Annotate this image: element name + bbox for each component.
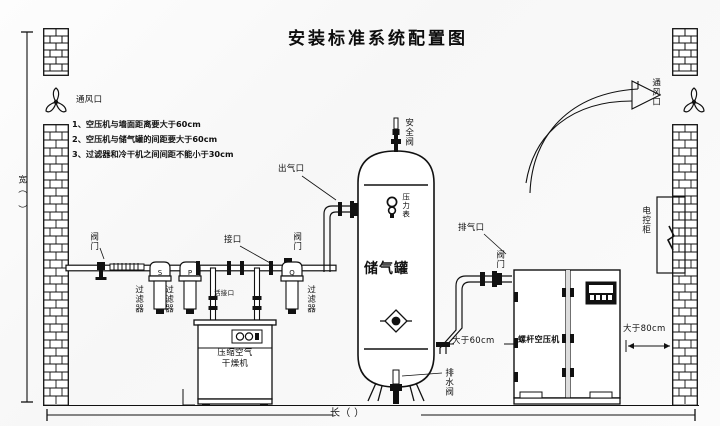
filter-1-label: 过滤器 <box>133 285 144 314</box>
ground-line <box>43 405 699 406</box>
note-item: 2、空压机与储气罐的间距要大于60cm <box>72 134 218 145</box>
svg-text:P: P <box>188 269 192 277</box>
valve-left-leader <box>98 247 108 260</box>
union-joint-label: 接口 <box>224 235 242 245</box>
pipe-collar <box>196 261 200 275</box>
valve-mid-label: 阀门 <box>291 232 302 251</box>
filter-3-label: 过滤器 <box>305 285 316 314</box>
exhaust-port-label: 排气口 <box>458 223 485 233</box>
clearance-60-label: 大于60cm <box>452 336 495 346</box>
right-wall-upper <box>672 28 698 76</box>
air-receiver-tank <box>352 143 440 402</box>
air-dryer-unit <box>192 318 278 406</box>
screw-compressor-label: 螺杆空压机 <box>518 335 560 344</box>
pressure-gauge-icon <box>385 196 399 220</box>
pipe-collar <box>269 261 273 275</box>
live-joint-label: 活接口 <box>214 289 235 297</box>
filter-2: P <box>176 256 204 318</box>
filter-2-label: 过滤器 <box>163 285 174 314</box>
width-dimension-line <box>20 28 34 406</box>
dryer-outlet-drop <box>252 267 262 321</box>
air-outlet-label: 出气口 <box>278 164 305 174</box>
safety-valve-icon <box>390 117 402 152</box>
valve-right-label: 阀门 <box>494 250 505 269</box>
drain-valve-icon <box>388 369 404 404</box>
length-dimension-line <box>43 408 699 422</box>
clearance-80-dim <box>624 338 674 354</box>
valve-left-label: 阀门 <box>88 232 99 251</box>
dryer-base-bracket <box>182 388 196 406</box>
union-joint-leader <box>239 245 274 266</box>
pipe-collar <box>240 261 244 275</box>
airflow-arrow <box>520 75 680 195</box>
filter-1: S <box>146 256 174 318</box>
svg-text:Q: Q <box>289 269 295 277</box>
width-dimension-label: 宽（ ） <box>16 175 27 215</box>
control-cabinet-label: 电控柜 <box>640 206 651 235</box>
air-dryer-label-text: 压缩空气干燥机 <box>217 348 253 370</box>
valve-left-icon <box>94 258 108 284</box>
pipe-collar <box>227 261 231 275</box>
vent-fan-left-icon <box>38 85 74 119</box>
drain-valve-label: 排水阀 <box>443 368 454 397</box>
exhaust-port-leader <box>483 233 510 256</box>
filter-3: Q <box>278 256 306 318</box>
notes-block: 1、空压机与墙面距离要大于60cm 2、空压机与储气罐的间距要大于60cm 3、… <box>72 119 234 160</box>
control-cabinet <box>656 196 686 274</box>
drain-valve-leader <box>401 372 444 380</box>
length-dimension-label: 长（ ） <box>330 408 365 419</box>
svg-text:S: S <box>158 269 163 277</box>
air-dryer-label: 压缩空气干燥机 <box>204 348 266 371</box>
air-tank-label: 储气罐 <box>364 261 409 277</box>
note-item: 1、空压机与墙面距离要大于60cm <box>72 119 201 129</box>
vent-fan-right-icon <box>676 85 712 119</box>
air-outlet-leader <box>301 175 338 202</box>
vent-left-label: 通风口 <box>76 95 103 105</box>
note-item: 3、过滤器和冷干机之间间距不能小于30cm <box>72 149 234 160</box>
page-title: 安装标准系统配置图 <box>288 29 468 49</box>
safety-valve-label: 安全阀 <box>403 118 414 147</box>
tank-inlet-riser <box>320 196 362 272</box>
screw-compressor-unit <box>512 268 622 406</box>
pressure-gauge-label: 压力表 <box>401 193 411 219</box>
left-wall-upper <box>43 28 69 76</box>
right-wall-main <box>672 124 698 406</box>
flex-joint-icon <box>109 260 145 274</box>
clearance-80-label: 大于80cm <box>623 324 666 334</box>
header-pipe-main <box>65 264 337 272</box>
